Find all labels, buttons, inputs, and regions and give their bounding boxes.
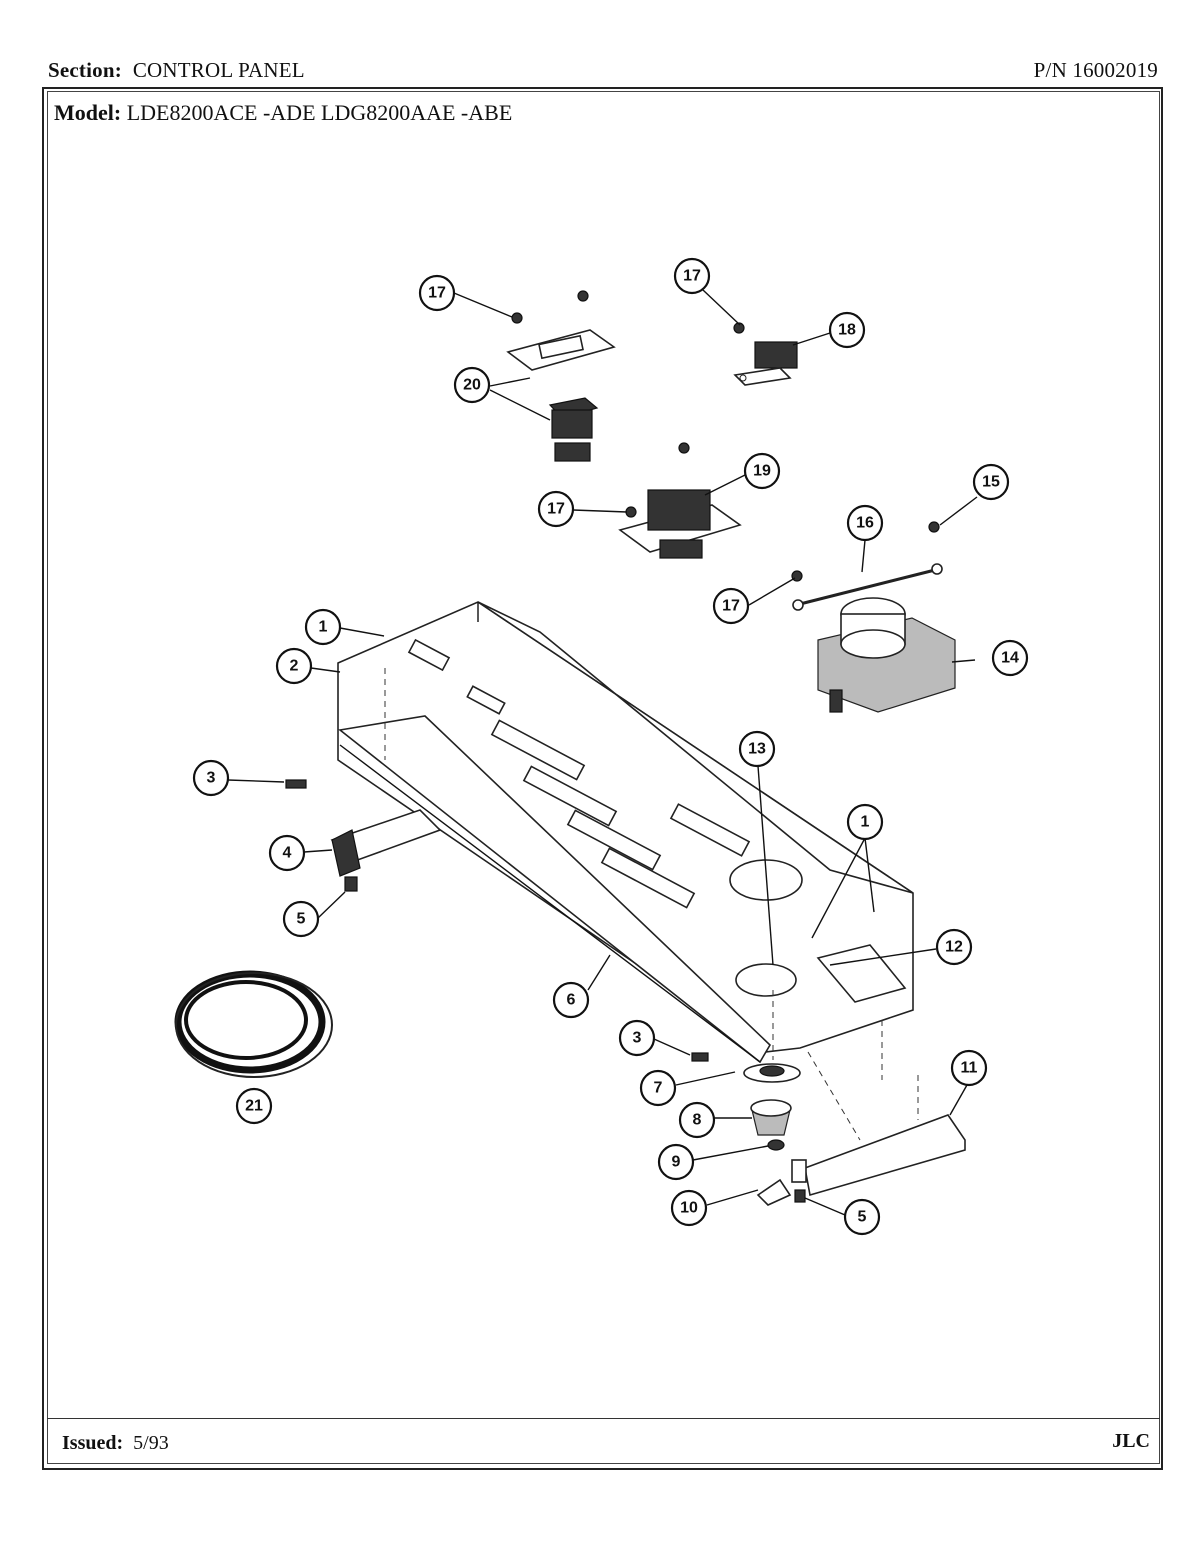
part-7-10-knob-stack [743, 1063, 801, 1206]
callout-label: 3 [207, 770, 216, 787]
callout-12: 12 [935, 928, 973, 966]
callout-2: 2 [275, 647, 313, 685]
screw-icons [511, 290, 940, 582]
callout-label: 1 [319, 619, 328, 636]
footer-code: JLC [1112, 1430, 1150, 1452]
callout-3: 3 [618, 1019, 656, 1057]
part-16-ground-wire [792, 563, 943, 611]
callout-label: 5 [858, 1209, 867, 1226]
page-frame-inner [47, 91, 1160, 1464]
part-11-end-bracket [791, 1114, 966, 1203]
model-value: LDE8200ACE -ADE LDG8200AAE -ABE [126, 100, 513, 125]
callout-label: 12 [945, 939, 963, 956]
callout-17: 17 [673, 257, 711, 295]
callout-label: 20 [463, 377, 481, 394]
callout-label: 15 [982, 474, 1000, 491]
callout-label: 8 [693, 1112, 702, 1129]
part-3-clip [285, 779, 709, 1062]
issued-label: Issued: [62, 1432, 124, 1454]
callout-label: 6 [567, 992, 576, 1009]
model-label: Model: [54, 100, 122, 125]
callout-13: 13 [738, 730, 776, 768]
assembly-dashed-lines [384, 668, 919, 1141]
callout-4: 4 [268, 834, 306, 872]
page-frame [42, 87, 1163, 1470]
callout-label: 16 [856, 515, 874, 532]
footer-divider [47, 1418, 1160, 1419]
callout-17: 17 [537, 490, 575, 528]
callout-label: 17 [428, 285, 446, 302]
callout-label: 1 [861, 814, 870, 831]
callout-1: 1 [304, 608, 342, 646]
callout-10: 10 [670, 1189, 708, 1227]
part-4-bracket [330, 809, 442, 892]
callout-16: 16 [846, 504, 884, 542]
callout-label: 7 [654, 1080, 663, 1097]
callout-label: 14 [1001, 650, 1019, 667]
issued-value: 5/93 [133, 1432, 169, 1454]
part-2-control-panel [337, 601, 914, 1053]
callout-9: 9 [657, 1143, 695, 1181]
part-19-terminal-block [618, 489, 742, 559]
section-value: CONTROL PANEL [132, 58, 305, 82]
callout-label: 21 [245, 1098, 263, 1115]
callout-17: 17 [712, 587, 750, 625]
callout-7: 7 [639, 1069, 677, 1107]
issued-date: Issued: 5/93 [62, 1432, 169, 1455]
callout-5: 5 [843, 1198, 881, 1236]
callout-label: 10 [680, 1200, 698, 1217]
callout-label: 9 [672, 1154, 681, 1171]
callout-17: 17 [418, 274, 456, 312]
callout-11: 11 [950, 1049, 988, 1087]
model-line: Model: LDE8200ACE -ADE LDG8200AAE -ABE [54, 100, 512, 126]
part-number: P/N 16002019 [1033, 58, 1158, 82]
callout-3: 3 [192, 759, 230, 797]
callout-leaders [227, 289, 978, 1216]
callout-label: 2 [290, 658, 299, 675]
callout-label: 18 [838, 322, 856, 339]
callout-label: 17 [547, 501, 565, 518]
callout-label: 11 [961, 1060, 978, 1077]
callout-label: 13 [748, 741, 766, 758]
callout-20: 20 [453, 366, 491, 404]
callout-19: 19 [743, 452, 781, 490]
part-14-timer [817, 597, 956, 713]
section-title: Section: CONTROL PANEL [48, 58, 305, 83]
callout-label: 5 [297, 911, 306, 928]
callout-15: 15 [972, 463, 1010, 501]
callout-21: 21 [235, 1087, 273, 1125]
part-18-relay [733, 341, 798, 386]
part-21-wire-harness [174, 970, 333, 1078]
callout-label: 17 [683, 268, 701, 285]
callout-18: 18 [828, 311, 866, 349]
callout-label: 19 [753, 463, 771, 480]
callout-6: 6 [552, 981, 590, 1019]
section-label: Section: [48, 58, 122, 82]
callout-label: 17 [722, 598, 740, 615]
callout-label: 3 [633, 1030, 642, 1047]
callout-8: 8 [678, 1101, 716, 1139]
part-20-switch-assembly [506, 329, 616, 462]
callout-5: 5 [282, 900, 320, 938]
callout-label: 4 [283, 845, 292, 862]
callout-14: 14 [991, 639, 1029, 677]
part-6-trim-strip [338, 715, 772, 1064]
callout-1: 1 [846, 803, 884, 841]
